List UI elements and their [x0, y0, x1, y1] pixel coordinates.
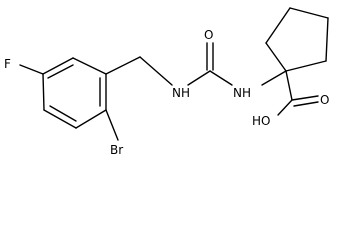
bond-carbonyl-to-nh: [209, 70, 233, 86]
atom-label-fluorine: F: [4, 57, 11, 71]
atom-label-bromine: Br: [110, 143, 123, 156]
ring-bond-4: [75, 109, 107, 129]
atom-label-acid-oxygen: O: [320, 93, 329, 107]
atom-label-urea-nh-left: NH: [172, 86, 190, 100]
ring-inner-bond-1: [47, 64, 74, 79]
ring-bond-6: [72, 57, 107, 75]
cyclopentane-bond-1: [265, 42, 287, 72]
ring-inner-bond-2: [49, 105, 77, 122]
bond-acid-carbon-to-hydroxyl: [277, 99, 293, 116]
cyclopentane-ring: [265, 7, 329, 72]
atom-label-urea-nh-right: NH: [233, 86, 251, 100]
cyclopentane-bond-2: [265, 7, 291, 44]
acid-carbonyl-double-bond-b: [293, 101, 319, 107]
bond-nh-to-carbonyl: [187, 70, 211, 86]
bond-quaternary-to-acid-carbon: [285, 70, 293, 101]
cyclopentane-bond-4: [325, 17, 329, 62]
atom-label-acid-hydroxyl: HO: [252, 114, 270, 128]
bond-ring-to-fluorine: [19, 64, 44, 75]
ring-bond-3: [43, 109, 77, 129]
bond-nh-to-quaternary-carbon: [261, 70, 287, 86]
cyclopentane-bond-3: [289, 7, 329, 19]
cyclopentane-bond-5: [285, 60, 327, 72]
bond-ch2-to-nh: [139, 56, 173, 86]
acid-carbonyl-double-bond-a: [291, 95, 319, 101]
benzene-ring: [42, 57, 107, 129]
ring-bond-2: [42, 73, 45, 111]
chemical-structure: F Br O NH NH O HO: [4, 7, 329, 156]
bond-ring-to-bromine: [105, 109, 119, 141]
ring-bond-1: [42, 57, 74, 75]
atom-label-urea-oxygen: O: [204, 28, 213, 42]
bond-ring-to-benzylic-ch2: [105, 56, 141, 75]
